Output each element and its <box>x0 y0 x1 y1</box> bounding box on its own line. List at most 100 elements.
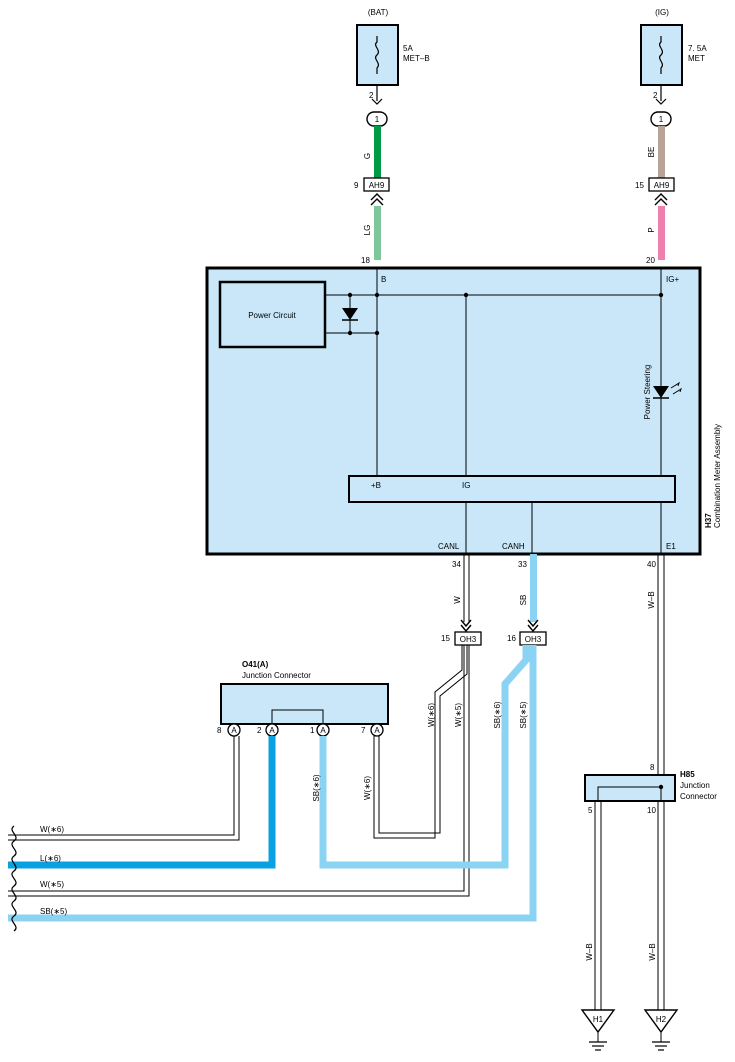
connector-oh3-left: 15 OH3 <box>441 619 482 646</box>
fuse-icon <box>374 36 380 74</box>
svg-text:9: 9 <box>354 181 359 190</box>
bus-ig-label: IG <box>462 481 470 490</box>
power-circuit-label: Power Circuit <box>248 311 296 320</box>
wire-wb-h1-label: W–B <box>585 943 594 960</box>
inline-connector-bat: 1 <box>366 111 388 127</box>
svg-text:A: A <box>231 726 237 735</box>
svg-text:H2: H2 <box>656 1015 667 1024</box>
svg-text:AH9: AH9 <box>369 181 385 190</box>
svg-text:H1: H1 <box>593 1015 604 1024</box>
wire-wb-h2-label: W–B <box>648 943 657 960</box>
svg-text:A: A <box>374 726 380 735</box>
ground-icon <box>652 1041 670 1051</box>
svg-text:OH3: OH3 <box>460 635 477 644</box>
wire-sb5-label: SB(∗5) <box>519 701 528 728</box>
meter-terminal-igplus: IG+ <box>666 275 679 284</box>
fuse-met: (IG) 7. 5A MET 2 <box>640 8 707 100</box>
wire-p-label: P <box>647 227 656 232</box>
meter-name: Combination Meter Assembly <box>713 424 722 528</box>
svg-text:5: 5 <box>588 806 593 815</box>
wire-sb6 <box>319 645 530 869</box>
wire-w5-label: W(∗5) <box>454 703 463 727</box>
meter-pin-34: 34 <box>452 560 461 569</box>
fuse-met-pin: 2 <box>653 91 658 100</box>
wire-p <box>658 206 665 260</box>
led-icon <box>653 381 682 399</box>
wire-w-label: W <box>453 596 462 604</box>
o41-box <box>220 683 389 725</box>
svg-text:8: 8 <box>650 763 655 772</box>
fuse-met-b-source: (BAT) <box>368 8 389 17</box>
left-w6-label: W(∗6) <box>40 825 64 834</box>
junction-connector-h85: 8 H85 Junction Connector 5 10 <box>584 763 717 815</box>
connector-chevron-icon <box>527 619 539 633</box>
svg-text:7: 7 <box>361 726 366 735</box>
inline-connector-ig: 1 <box>650 111 672 127</box>
meter-code: H37 <box>704 513 713 528</box>
meter-pin-18: 18 <box>361 256 370 265</box>
meter-pin-20: 20 <box>646 256 655 265</box>
connector-chevron-icon <box>371 98 383 105</box>
power-circuit-box <box>218 280 327 349</box>
fuse-met-name: MET <box>688 54 705 63</box>
wire-lg <box>374 206 381 260</box>
connector-chevron-icon <box>655 98 667 105</box>
wire-lg-label: LG <box>363 225 372 236</box>
o41-name: Junction Connector <box>242 671 311 680</box>
svg-text:OH3: OH3 <box>525 635 542 644</box>
svg-text:AH9: AH9 <box>654 181 670 190</box>
ground-h2: H2 <box>643 1009 679 1051</box>
meter-pin-33: 33 <box>518 560 527 569</box>
svg-text:1: 1 <box>659 115 664 124</box>
wire-g <box>374 126 381 178</box>
power-steering-label: Power Steering <box>643 365 652 420</box>
svg-text:H85: H85 <box>680 770 695 779</box>
meter-e1: E1 <box>666 542 676 551</box>
ground-icon <box>589 1041 607 1051</box>
fuse-met-source: (IG) <box>655 8 669 17</box>
fuse-met-b-pin: 2 <box>369 91 374 100</box>
fuse-met-b-name: MET–B <box>403 54 430 63</box>
left-l6-label: L(∗6) <box>40 854 61 863</box>
wire-be-label: BE <box>647 147 656 158</box>
bus-b-label: +B <box>371 481 381 490</box>
meter-pin-40: 40 <box>647 560 656 569</box>
connector-ah9-right: 15 AH9 <box>635 177 675 206</box>
svg-text:A: A <box>269 726 275 735</box>
wire-w6-label: W(∗6) <box>427 703 436 727</box>
connector-ah9-left: 9 AH9 <box>354 177 390 206</box>
svg-text:A: A <box>320 726 326 735</box>
ground-h1: H1 <box>580 1009 616 1051</box>
left-sb5-label: SB(∗5) <box>40 907 67 916</box>
wire-sb5 <box>8 645 537 922</box>
wire-wb-label: W–B <box>647 591 656 608</box>
fuse-icon <box>658 36 664 74</box>
meter-canl: CANL <box>438 542 460 551</box>
connector-chevron-icon <box>654 193 668 206</box>
junction-connector-o41: O41(A) Junction Connector 8 A 2 A 1 A 7 … <box>217 660 389 737</box>
svg-text:16: 16 <box>507 634 516 643</box>
svg-text:1: 1 <box>375 115 380 124</box>
wire-g-label: G <box>363 153 372 159</box>
wire-break-icon <box>11 825 17 932</box>
svg-text:15: 15 <box>441 634 450 643</box>
fuse-met-rating: 7. 5A <box>688 44 707 53</box>
svg-text:Connector: Connector <box>680 792 717 801</box>
wire-sb6-label: SB(∗6) <box>493 701 502 728</box>
wire-sb6-left-label: SB(∗6) <box>312 774 321 801</box>
svg-text:1: 1 <box>310 726 315 735</box>
connector-chevron-icon <box>460 619 472 633</box>
left-w5-label: W(∗5) <box>40 880 64 889</box>
wire-sb-label: SB <box>519 595 528 606</box>
svg-text:15: 15 <box>635 181 644 190</box>
meter-canh: CANH <box>502 542 525 551</box>
o41-pin-7: 7 A <box>361 723 384 737</box>
o41-code: O41(A) <box>242 660 269 669</box>
wire-l6 <box>8 736 276 869</box>
o41-pin-8: 8 A <box>217 723 241 737</box>
svg-text:10: 10 <box>647 806 656 815</box>
fuse-met-b-rating: 5A <box>403 44 413 53</box>
connector-chevron-icon <box>370 193 384 206</box>
diode-icon <box>342 308 358 321</box>
